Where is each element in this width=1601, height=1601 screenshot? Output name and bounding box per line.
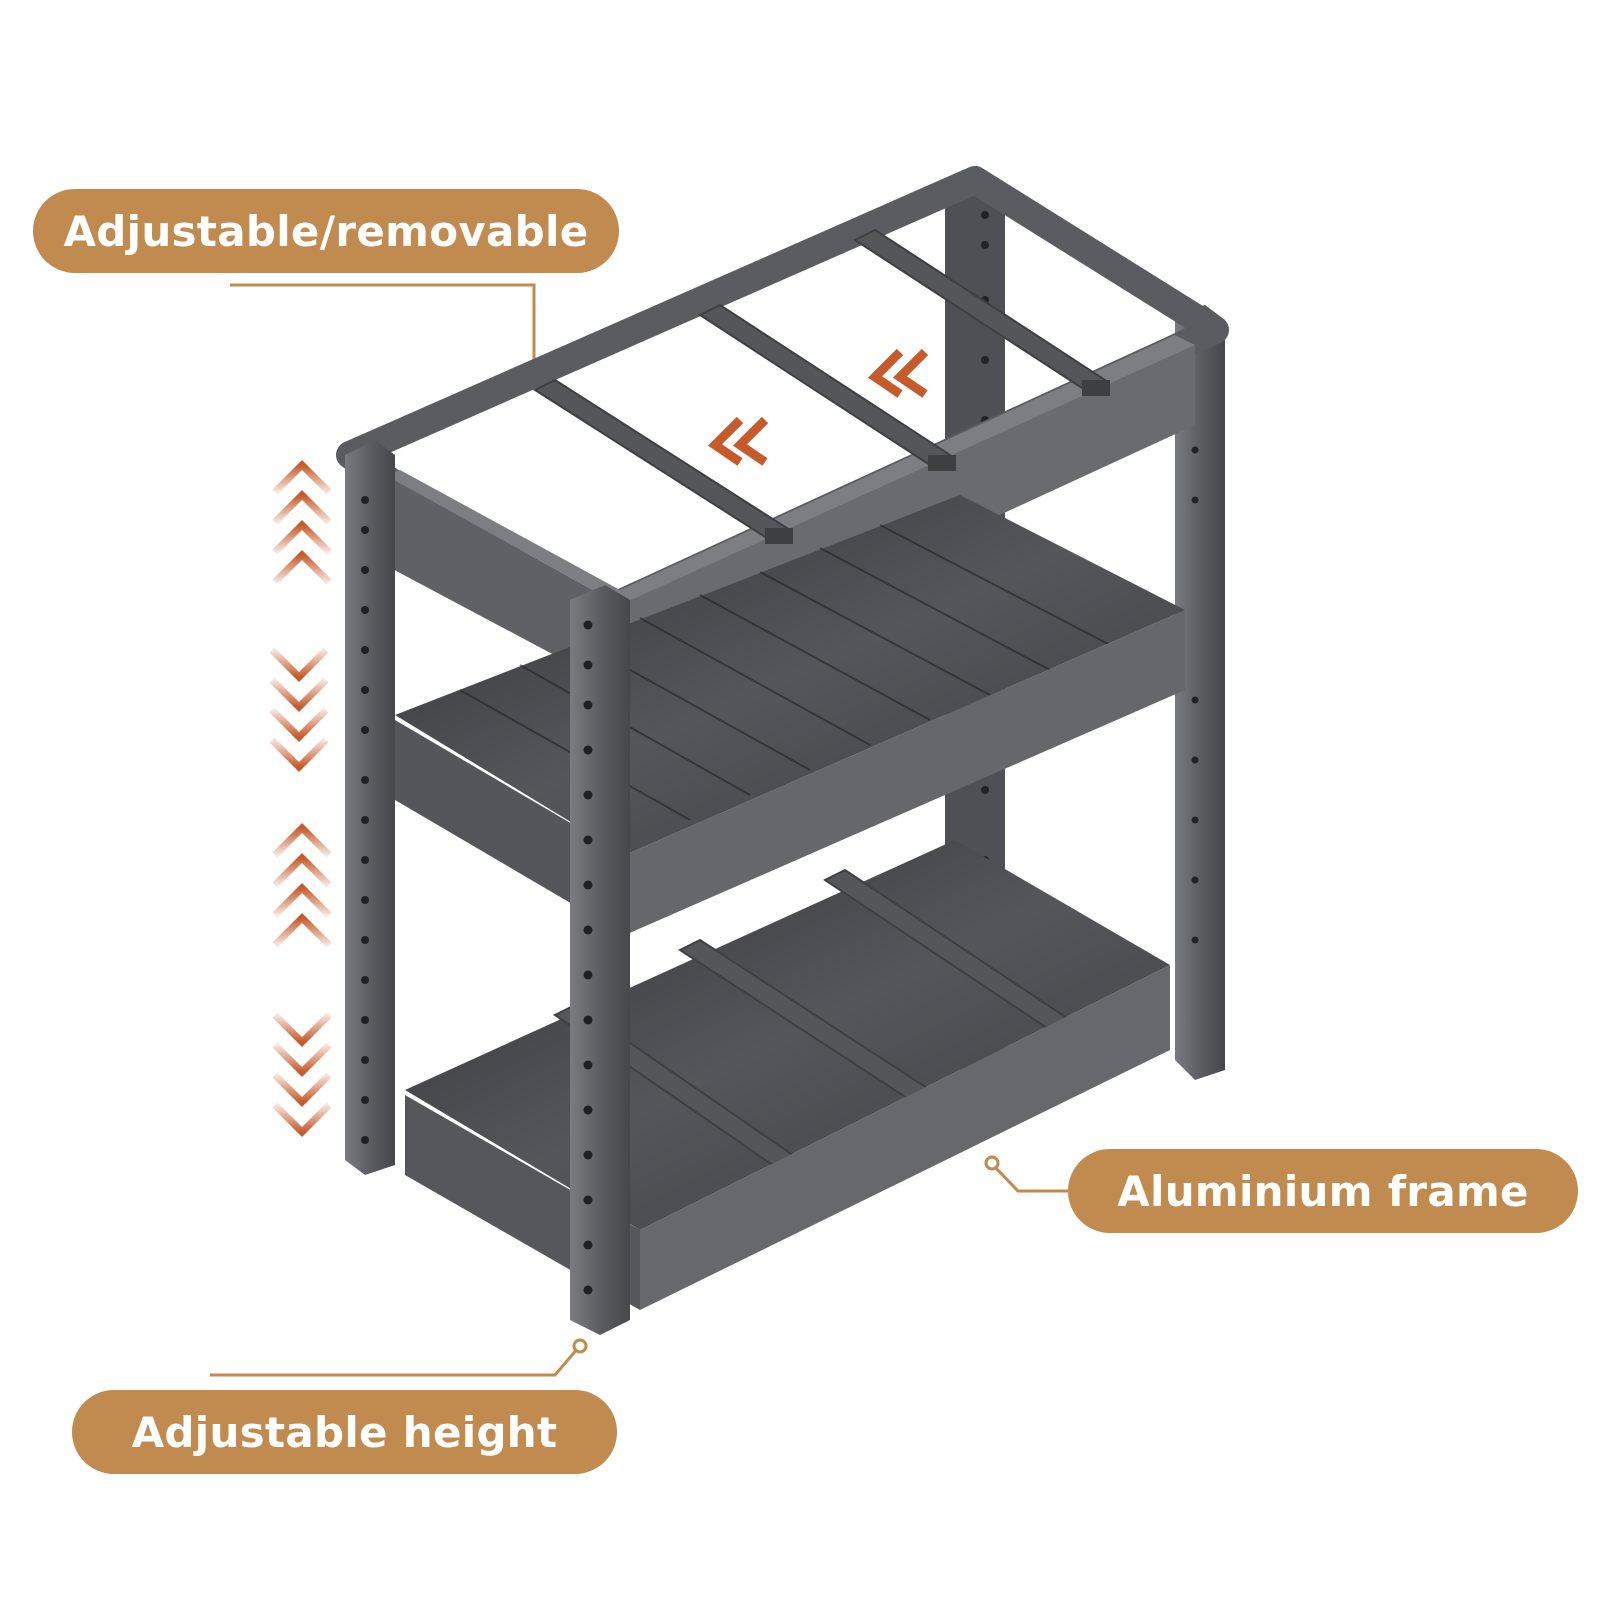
leader-dot-right xyxy=(984,1155,1000,1171)
bottom-tray xyxy=(405,840,1170,1310)
front-posts xyxy=(345,440,630,1335)
arrow-up-group-1 xyxy=(272,460,332,585)
leader-lines xyxy=(210,283,1068,1377)
arrow-up-group-2 xyxy=(272,823,332,948)
leader-line-right xyxy=(991,1163,1068,1193)
height-arrows-icon xyxy=(269,460,332,1137)
callout-adjustable-height-label: Adjustable height xyxy=(131,1407,558,1457)
callout-adjustable-height: Adjustable height xyxy=(72,1390,617,1474)
leader-line-top xyxy=(230,283,536,365)
callout-aluminium-frame: Aluminium frame xyxy=(1068,1149,1578,1233)
leader-dot-bottom xyxy=(572,1338,588,1354)
callout-adjustable-removable-label: Adjustable/removable xyxy=(63,206,589,256)
leader-line-bottom xyxy=(210,1347,580,1377)
post-holes xyxy=(361,496,593,1295)
arrow-down-group-1 xyxy=(269,647,329,772)
callout-adjustable-removable: Adjustable/removable xyxy=(33,189,619,273)
arrow-down-group-2 xyxy=(272,1012,332,1137)
slide-arrows-icon xyxy=(707,348,929,466)
callout-aluminium-frame-label: Aluminium frame xyxy=(1117,1166,1529,1216)
